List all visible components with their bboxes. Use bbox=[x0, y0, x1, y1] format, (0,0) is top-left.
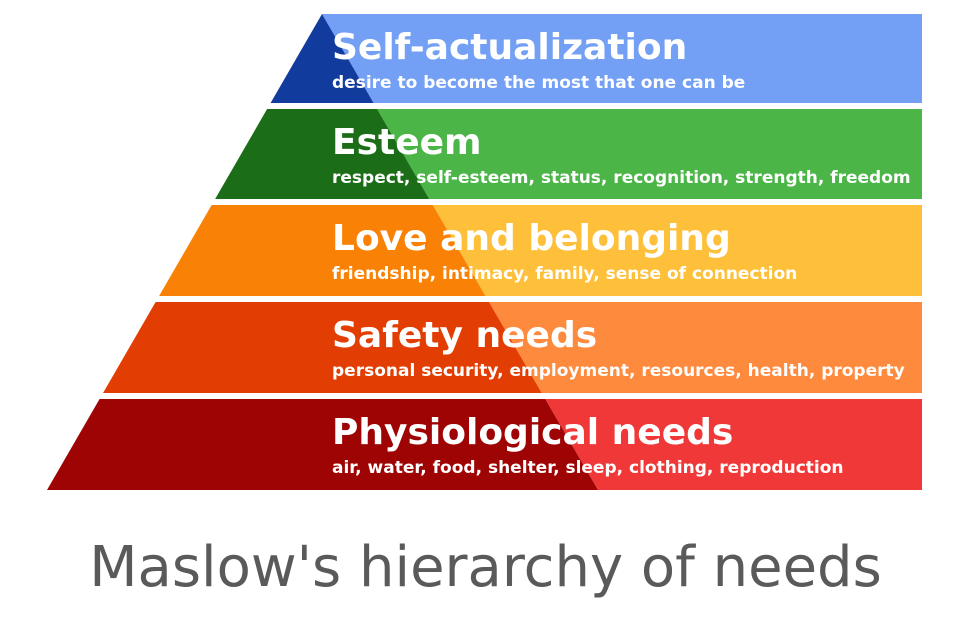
level-description: friendship, intimacy, family, sense of c… bbox=[332, 264, 797, 284]
pyramid-level-5: Physiological needs air, water, food, she… bbox=[47, 399, 922, 490]
pyramid-diagram: Self-actualization desire to become the m… bbox=[47, 14, 922, 490]
level-description: desire to become the most that one can b… bbox=[332, 73, 745, 93]
level-title: Safety needs bbox=[332, 315, 597, 356]
level-band-shadow bbox=[215, 109, 430, 199]
level-title: Esteem bbox=[332, 122, 482, 163]
pyramid-levels: Self-actualization desire to become the m… bbox=[47, 14, 922, 490]
diagram-caption: Maslow's hierarchy of needs bbox=[89, 535, 882, 600]
level-title: Self-actualization bbox=[332, 27, 687, 68]
level-band-light bbox=[322, 14, 922, 103]
level-band-light bbox=[545, 399, 922, 490]
pyramid-level-4: Safety needs personal security, employmen… bbox=[103, 302, 922, 393]
level-band-light bbox=[488, 302, 922, 393]
level-description: personal security, employment, resources… bbox=[332, 361, 905, 381]
level-description: air, water, food, shelter, sleep, clothi… bbox=[332, 458, 844, 478]
pyramid-level-1: Self-actualization desire to become the m… bbox=[270, 14, 922, 103]
level-title: Physiological needs bbox=[332, 412, 733, 453]
level-title: Love and belonging bbox=[332, 218, 731, 259]
level-description: respect, self-esteem, status, recognitio… bbox=[332, 168, 911, 188]
level-band-shadow bbox=[159, 205, 486, 296]
level-band-light bbox=[432, 205, 922, 296]
level-band-shadow bbox=[270, 14, 374, 103]
level-band-light bbox=[377, 109, 922, 199]
pyramid-level-3: Love and belonging friendship, intimacy, … bbox=[159, 205, 922, 296]
pyramid-level-2: Esteem respect, self-esteem, status, reco… bbox=[215, 109, 922, 199]
level-band-shadow bbox=[47, 399, 598, 490]
level-band-shadow bbox=[103, 302, 542, 393]
